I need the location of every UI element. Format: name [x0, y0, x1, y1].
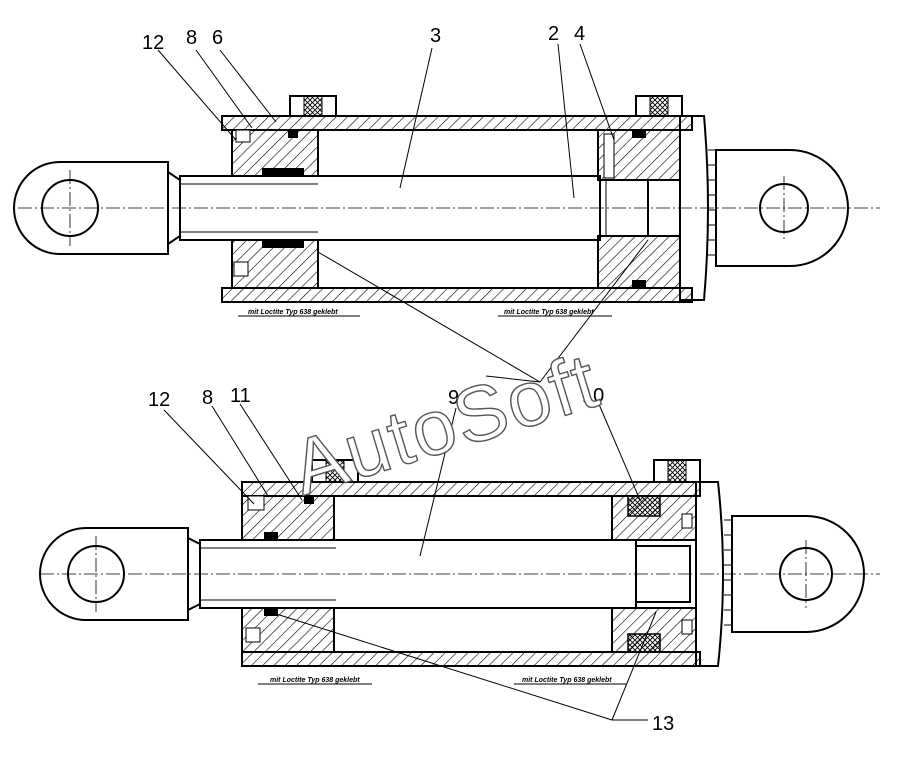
piston-rod — [179, 175, 601, 241]
cylinder-tube-bottom — [241, 651, 701, 667]
callout-3: 3 — [430, 25, 441, 47]
rod-eye-left — [39, 527, 189, 621]
cylinder-tube-bottom — [221, 287, 693, 303]
clevis-eye-right — [715, 149, 849, 267]
rod-eye-left — [13, 161, 169, 255]
callout-12: 12 — [142, 32, 164, 54]
callout-9: 9 — [448, 387, 459, 409]
clevis-eye-right — [731, 515, 865, 633]
callout-10: 10 — [582, 385, 604, 407]
end-cap — [695, 481, 724, 667]
loctite-note: mit Loctite Typ 638 geklebt — [248, 309, 338, 316]
bottom-cylinder: 12 8 11 9 10 13 mit Loctite Typ 638 gekl… — [39, 385, 880, 735]
cylinder-tube-top — [221, 115, 693, 131]
callout-2: 2 — [548, 23, 559, 45]
callout-8: 8 — [186, 27, 197, 49]
callout-13: 13 — [652, 713, 674, 735]
callout-6: 6 — [212, 27, 223, 49]
cylinder-tube-top — [241, 481, 701, 497]
loctite-note: mit Loctite Typ 638 geklebt — [522, 677, 612, 684]
callout-11: 11 — [230, 385, 251, 407]
top-cylinder: 12 8 6 3 2 4 mit Loctite Typ 638 geklebt… — [13, 23, 880, 383]
piston-seal-lower — [627, 633, 661, 653]
piston-rod — [199, 539, 637, 609]
loctite-note: mit Loctite Typ 638 geklebt — [270, 677, 360, 684]
loctite-note: mit Loctite Typ 638 geklebt — [504, 309, 594, 316]
callout-12: 12 — [148, 389, 170, 411]
callout-8: 8 — [202, 387, 213, 409]
piston-lower — [597, 235, 681, 289]
callout-4: 4 — [574, 23, 585, 45]
piston-seal-upper — [627, 495, 661, 517]
end-cap — [679, 115, 709, 301]
